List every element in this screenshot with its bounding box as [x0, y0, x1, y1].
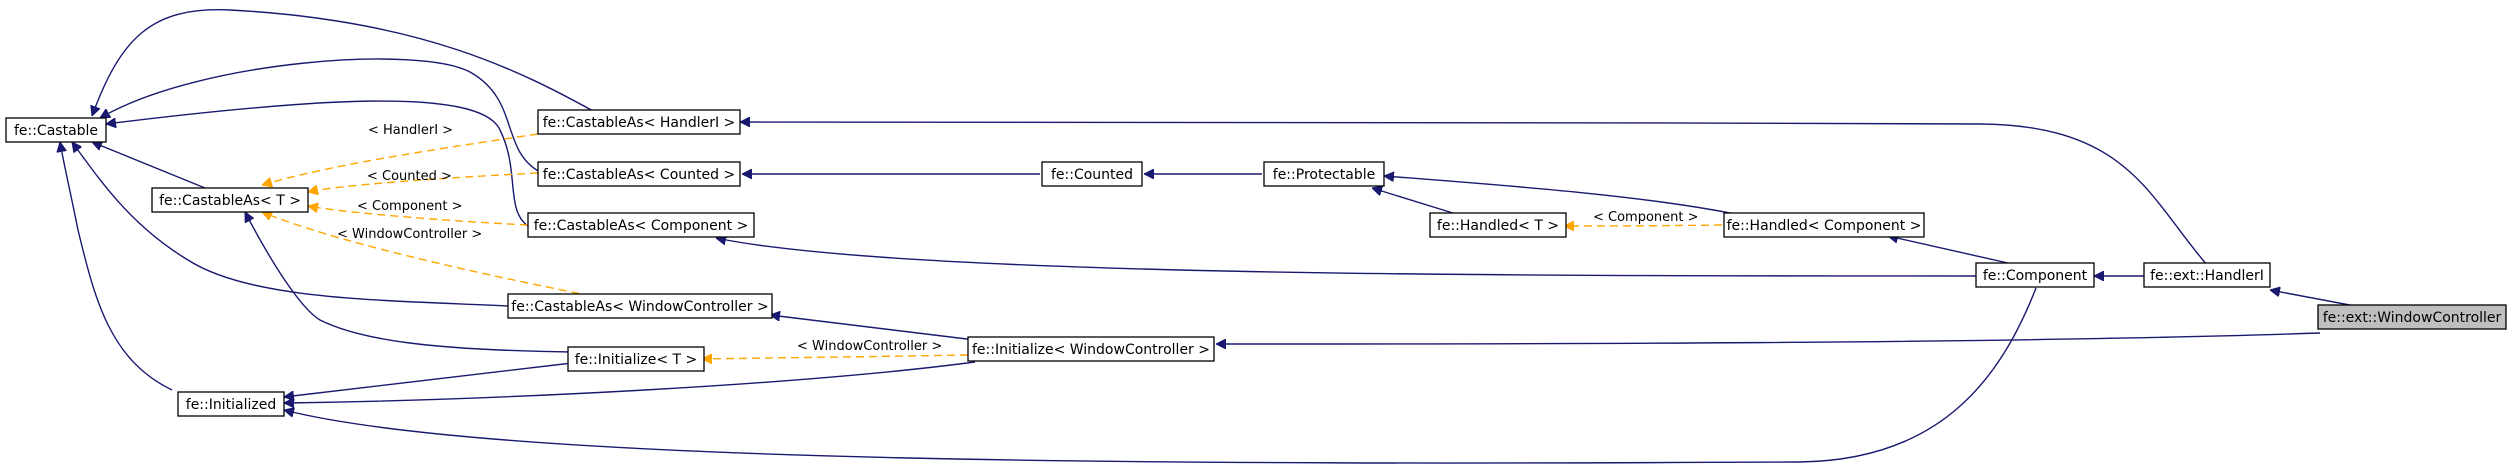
- edge-labels: < HandlerI > < Counted > < Component > <…: [337, 123, 1699, 354]
- node-label-handled-component: fe::Handled< Component >: [1727, 218, 1922, 234]
- node-label-handled-t: fe::Handled< T >: [1437, 218, 1559, 234]
- edge-initialize-t-to-castableas-t: [244, 212, 573, 353]
- node-handleri[interactable]: fe::ext::HandlerI: [2143, 262, 2271, 288]
- node-initialized[interactable]: fe::Initialized: [177, 391, 285, 417]
- edge-castableas-handleri-to-castable: [92, 9, 603, 116]
- node-label-castableas-windowcontroller: fe::CastableAs< WindowController >: [511, 299, 768, 315]
- node-label-component: fe::Component: [1983, 268, 2088, 284]
- edge-label-initialize-windowcontroller: < WindowController >: [797, 339, 942, 354]
- node-label-windowcontroller: fe::ext::WindowController: [2323, 310, 2502, 326]
- edge-initialize-t-to-initialized: [284, 362, 573, 397]
- node-castableas-counted[interactable]: fe::CastableAs< Counted >: [537, 161, 741, 187]
- edge-castableas-counted-to-castable: [100, 58, 541, 173]
- edge-label-windowcontroller: < WindowController >: [337, 227, 482, 242]
- node-initialize-t[interactable]: fe::Initialize< T >: [567, 346, 705, 372]
- node-label-castableas-handleri: fe::CastableAs< HandlerI >: [543, 115, 736, 131]
- edge-tmpl-handled-component: [1564, 225, 1723, 226]
- node-counted[interactable]: fe::Counted: [1041, 161, 1143, 187]
- edge-component-to-castableas-component: [716, 238, 1979, 277]
- edge-handleri-to-castableas-handleri: [740, 122, 2209, 267]
- edge-tmpl-initialize-windowcontroller: [702, 355, 969, 359]
- node-label-castableas-component: fe::CastableAs< Component >: [534, 218, 749, 234]
- edge-castableas-windowcontroller-to-castable: [72, 142, 509, 307]
- edge-component-to-initialized: [284, 287, 2037, 464]
- node-label-castable: fe::Castable: [14, 123, 98, 139]
- edge-tmpl-component: [308, 206, 529, 226]
- node-label-handleri: fe::ext::HandlerI: [2150, 268, 2264, 284]
- node-label-protectable: fe::Protectable: [1273, 167, 1375, 183]
- node-windowcontroller[interactable]: fe::ext::WindowController: [2317, 304, 2507, 330]
- edge-tmpl-windowcontroller: [262, 212, 593, 297]
- node-label-initialize-t: fe::Initialize< T >: [575, 352, 697, 368]
- node-castable[interactable]: fe::Castable: [5, 117, 107, 143]
- node-label-initialized: fe::Initialized: [186, 397, 276, 413]
- edge-initialized-to-castable: [60, 142, 173, 391]
- node-castableas-component[interactable]: fe::CastableAs< Component >: [527, 212, 755, 238]
- edge-label-counted: < Counted >: [367, 169, 452, 184]
- node-protectable[interactable]: fe::Protectable: [1263, 161, 1385, 187]
- edge-windowcontroller-to-handleri: [2270, 290, 2356, 307]
- edge-tmpl-counted: [308, 172, 539, 192]
- edge-handled-t-to-protectable: [1372, 188, 1457, 215]
- node-initialize-windowcontroller[interactable]: fe::Initialize< WindowController >: [967, 336, 1215, 362]
- edge-castableas-t-to-castable: [92, 142, 206, 189]
- node-castableas-windowcontroller[interactable]: fe::CastableAs< WindowController >: [507, 293, 773, 319]
- edge-label-handleri: < HandlerI >: [368, 123, 453, 138]
- node-label-initialize-windowcontroller: fe::Initialize< WindowController >: [972, 342, 1210, 358]
- node-castableas-handleri[interactable]: fe::CastableAs< HandlerI >: [537, 109, 741, 135]
- edge-initialize-wc-to-castableas-wc: [770, 315, 976, 341]
- edge-castableas-component-to-castable: [106, 100, 529, 227]
- node-castableas-t[interactable]: fe::CastableAs< T >: [151, 187, 309, 213]
- edge-tmpl-handleri: [262, 133, 539, 185]
- edges: [60, 9, 2356, 464]
- node-handled-component[interactable]: fe::Handled< Component >: [1723, 212, 1925, 238]
- node-label-castableas-t: fe::CastableAs< T >: [159, 193, 301, 209]
- node-component[interactable]: fe::Component: [1975, 262, 2095, 288]
- edge-label-handled-component: < Component >: [1593, 210, 1699, 225]
- node-label-castableas-counted: fe::CastableAs< Counted >: [543, 167, 735, 183]
- node-label-counted: fe::Counted: [1051, 167, 1133, 183]
- edge-windowcontroller-to-initialize-wc: [1216, 332, 2321, 344]
- edge-label-component: < Component >: [357, 199, 463, 214]
- edge-initialize-wc-to-initialized: [284, 361, 976, 403]
- nodes: fe::Castable fe::CastableAs< T > fe::Ini…: [5, 109, 2507, 417]
- node-handled-t[interactable]: fe::Handled< T >: [1429, 212, 1567, 238]
- edge-handled-component-to-protectable: [1384, 176, 1736, 215]
